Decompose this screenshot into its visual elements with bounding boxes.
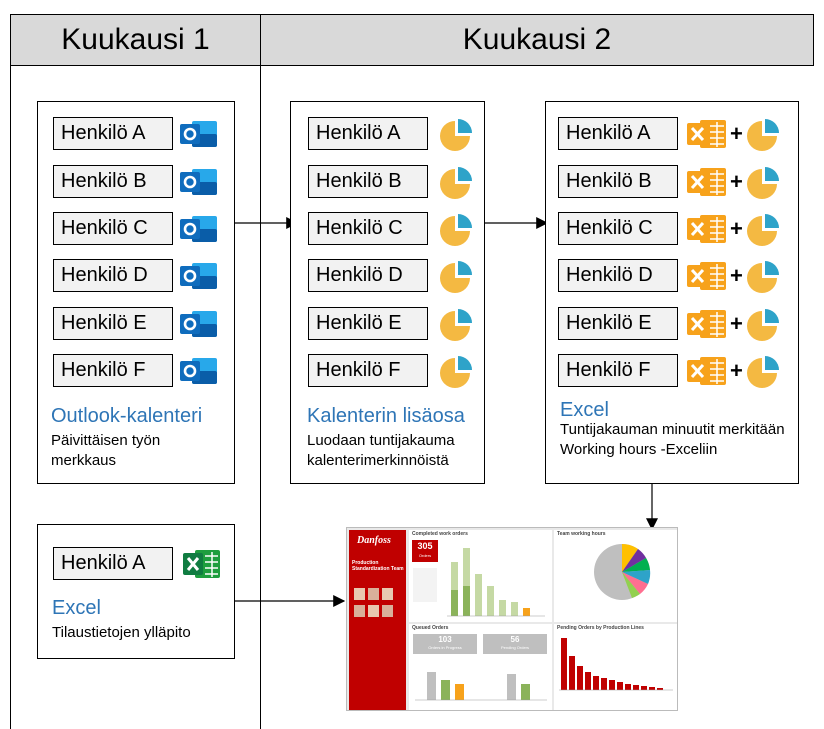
outlook-icon (180, 169, 217, 195)
panel-description: Tuntijakauman minuutit merkitään Working… (560, 421, 785, 458)
brand-logo: Danfoss (357, 535, 391, 546)
pie-chart-icon (747, 167, 779, 199)
queued-orders-card: Queued Orders 103 Orders in Progress 56 … (409, 624, 552, 710)
panel-title: Excel (560, 399, 609, 421)
pie-chart-icon (747, 356, 779, 388)
kpi-value: 305 (417, 541, 433, 551)
avatar (354, 605, 365, 617)
person-box: Henkilö F (53, 354, 173, 387)
avatar (382, 605, 393, 617)
completed-orders-card: Completed work orders 305 Orders (409, 530, 552, 622)
panel-description: Päivittäisen työn merkkaus (51, 432, 161, 469)
card-title: Completed work orders (412, 531, 468, 537)
dashboard-side-title: Production Standardization Team (352, 560, 404, 572)
pie-chart-icon (440, 119, 472, 151)
plus-sign: + (730, 216, 743, 241)
pie-chart-icon (747, 309, 779, 341)
panel-title: Excel (52, 597, 101, 619)
outlook-icon (180, 263, 217, 289)
lane-left-border (10, 65, 11, 729)
person-box: Henkilö C (308, 212, 428, 245)
kpi-value: 56 (510, 635, 520, 644)
plus-sign: + (730, 263, 743, 288)
excel-icon (183, 550, 220, 578)
pie-chart-icon (440, 356, 472, 388)
person-box: Henkilö E (558, 307, 678, 340)
dashboard-sidebar: Danfoss Production Standardization Team (349, 530, 406, 710)
person-box: Henkilö E (53, 307, 173, 340)
person-box: Henkilö A (558, 117, 678, 150)
card-title: Pending Orders by Production Lines (557, 625, 644, 631)
pending-bar-chart (559, 638, 673, 691)
panel-outlook-calendar: Henkilö A Henkilö B Henkilö C Henkilö D … (37, 101, 235, 484)
header-month-1: Kuukausi 1 (10, 14, 261, 66)
person-box: Henkilö D (308, 259, 428, 292)
person-box: Henkilö A (308, 117, 428, 150)
excel-icon (687, 262, 726, 290)
outlook-icon (180, 216, 217, 242)
card-title: Queued Orders (412, 625, 449, 631)
excel-icon (687, 215, 726, 243)
kpi-value: 103 (438, 635, 452, 644)
pending-orders-card: Pending Orders by Production Lines (554, 624, 677, 710)
plus-sign: + (730, 311, 743, 336)
filter-list (413, 568, 437, 602)
excel-icon (687, 310, 726, 338)
person-box: Henkilö E (308, 307, 428, 340)
plus-sign: + (730, 169, 743, 194)
pie-chart-icon (440, 167, 472, 199)
avatar (382, 588, 393, 600)
outlook-icon (180, 311, 217, 337)
pie-chart-icon (440, 309, 472, 341)
kpi-label: Orders in Progress (428, 645, 462, 650)
kpi-tile: 305 Orders (412, 540, 438, 562)
outlook-icon (180, 358, 217, 384)
team-hours-card: Team working hours (554, 530, 677, 622)
person-box: Henkilö B (308, 165, 428, 198)
excel-icon (687, 168, 726, 196)
person-box: Henkilö F (558, 354, 678, 387)
plus-sign: + (730, 358, 743, 383)
person-box: Henkilö D (53, 259, 173, 292)
pie-chart-icon (440, 214, 472, 246)
kpi-label: Orders (418, 553, 432, 558)
person-box: Henkilö C (53, 212, 173, 245)
pie-chart-icon (747, 119, 779, 151)
person-box: Henkilö A (53, 117, 173, 150)
team-hours-pie (594, 544, 651, 600)
panel-excel-orders: Henkilö A Excel Tilaustietojen ylläpito (37, 524, 235, 659)
kpi-label: Pending Orders (500, 645, 529, 650)
person-box: Henkilö B (558, 165, 678, 198)
person-box: Henkilö D (558, 259, 678, 292)
person-box: Henkilö F (308, 354, 428, 387)
person-box: Henkilö A (53, 547, 173, 580)
panel-calendar-addin: Henkilö A Henkilö B Henkilö C Henkilö D … (290, 101, 485, 484)
excel-icon (687, 357, 726, 385)
pie-chart-icon (440, 261, 472, 293)
panel-description: Tilaustietojen ylläpito (52, 624, 191, 641)
header-month-2: Kuukausi 2 (260, 14, 814, 66)
excel-icon (687, 120, 726, 148)
queued-bar-chart (415, 672, 547, 701)
avatar (368, 605, 379, 617)
avatar (354, 588, 365, 600)
panel-excel-working-hours: Henkilö A Henkilö B Henkilö C Henkilö D … (545, 101, 799, 484)
person-box: Henkilö B (53, 165, 173, 198)
person-box: Henkilö C (558, 212, 678, 245)
panel-title: Kalenterin lisäosa (307, 405, 465, 427)
kpi-tile: 103 Orders in Progress (413, 634, 477, 654)
kpi-tile: 56 Pending Orders (483, 634, 547, 654)
panel-description: Luodaan tuntijakauma kalenterimerkinnöis… (307, 432, 455, 469)
panel-title: Outlook-kalenteri (51, 405, 203, 427)
dashboard-thumbnail: Danfoss Production Standardization Team … (346, 527, 678, 711)
plus-sign: + (730, 121, 743, 146)
card-title: Team working hours (557, 531, 606, 537)
avatar (368, 588, 379, 600)
pie-chart-icon (747, 214, 779, 246)
completed-bar-chart (447, 548, 545, 617)
outlook-icon (180, 121, 217, 147)
lane-divider (260, 65, 261, 729)
pie-chart-icon (747, 261, 779, 293)
